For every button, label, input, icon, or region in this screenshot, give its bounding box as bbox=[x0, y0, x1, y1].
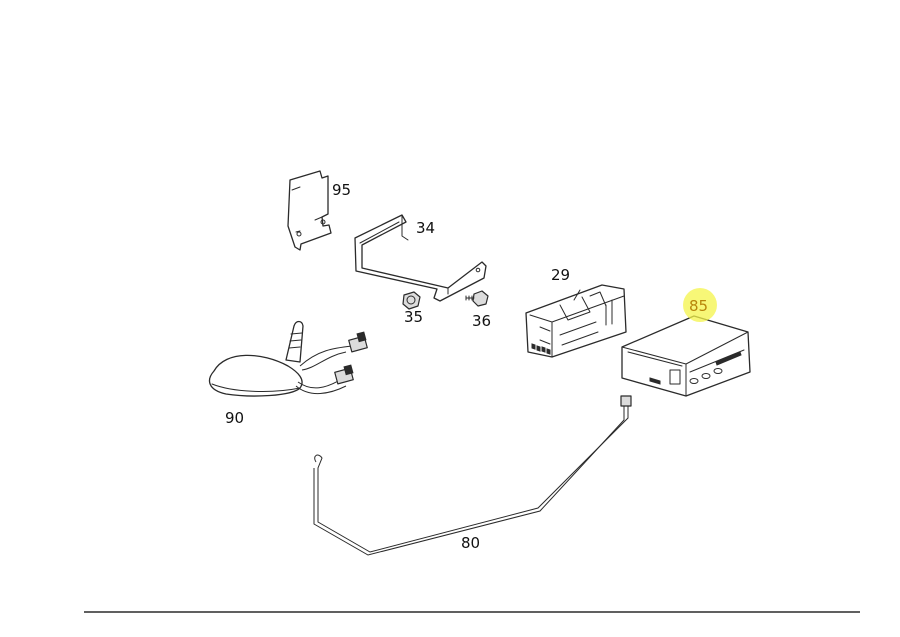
part-80-cable[interactable] bbox=[313, 395, 632, 556]
part-85-control-unit[interactable] bbox=[621, 315, 751, 397]
part-35-nut[interactable] bbox=[402, 291, 421, 310]
callout-80: 80 bbox=[461, 534, 480, 552]
part-34-holder[interactable] bbox=[354, 214, 487, 302]
callout-85: 85 bbox=[689, 297, 708, 315]
callout-29: 29 bbox=[551, 266, 570, 284]
highlight-85 bbox=[683, 288, 717, 322]
part-36-screw[interactable] bbox=[465, 290, 489, 307]
callout-35: 35 bbox=[404, 308, 423, 326]
callout-36: 36 bbox=[472, 312, 491, 330]
callout-90: 90 bbox=[225, 409, 244, 427]
part-29-frame[interactable] bbox=[525, 284, 627, 358]
part-95-bracket[interactable] bbox=[287, 170, 332, 251]
part-90-antenna[interactable] bbox=[208, 320, 368, 397]
callout-95: 95 bbox=[332, 181, 351, 199]
callout-34: 34 bbox=[416, 219, 435, 237]
